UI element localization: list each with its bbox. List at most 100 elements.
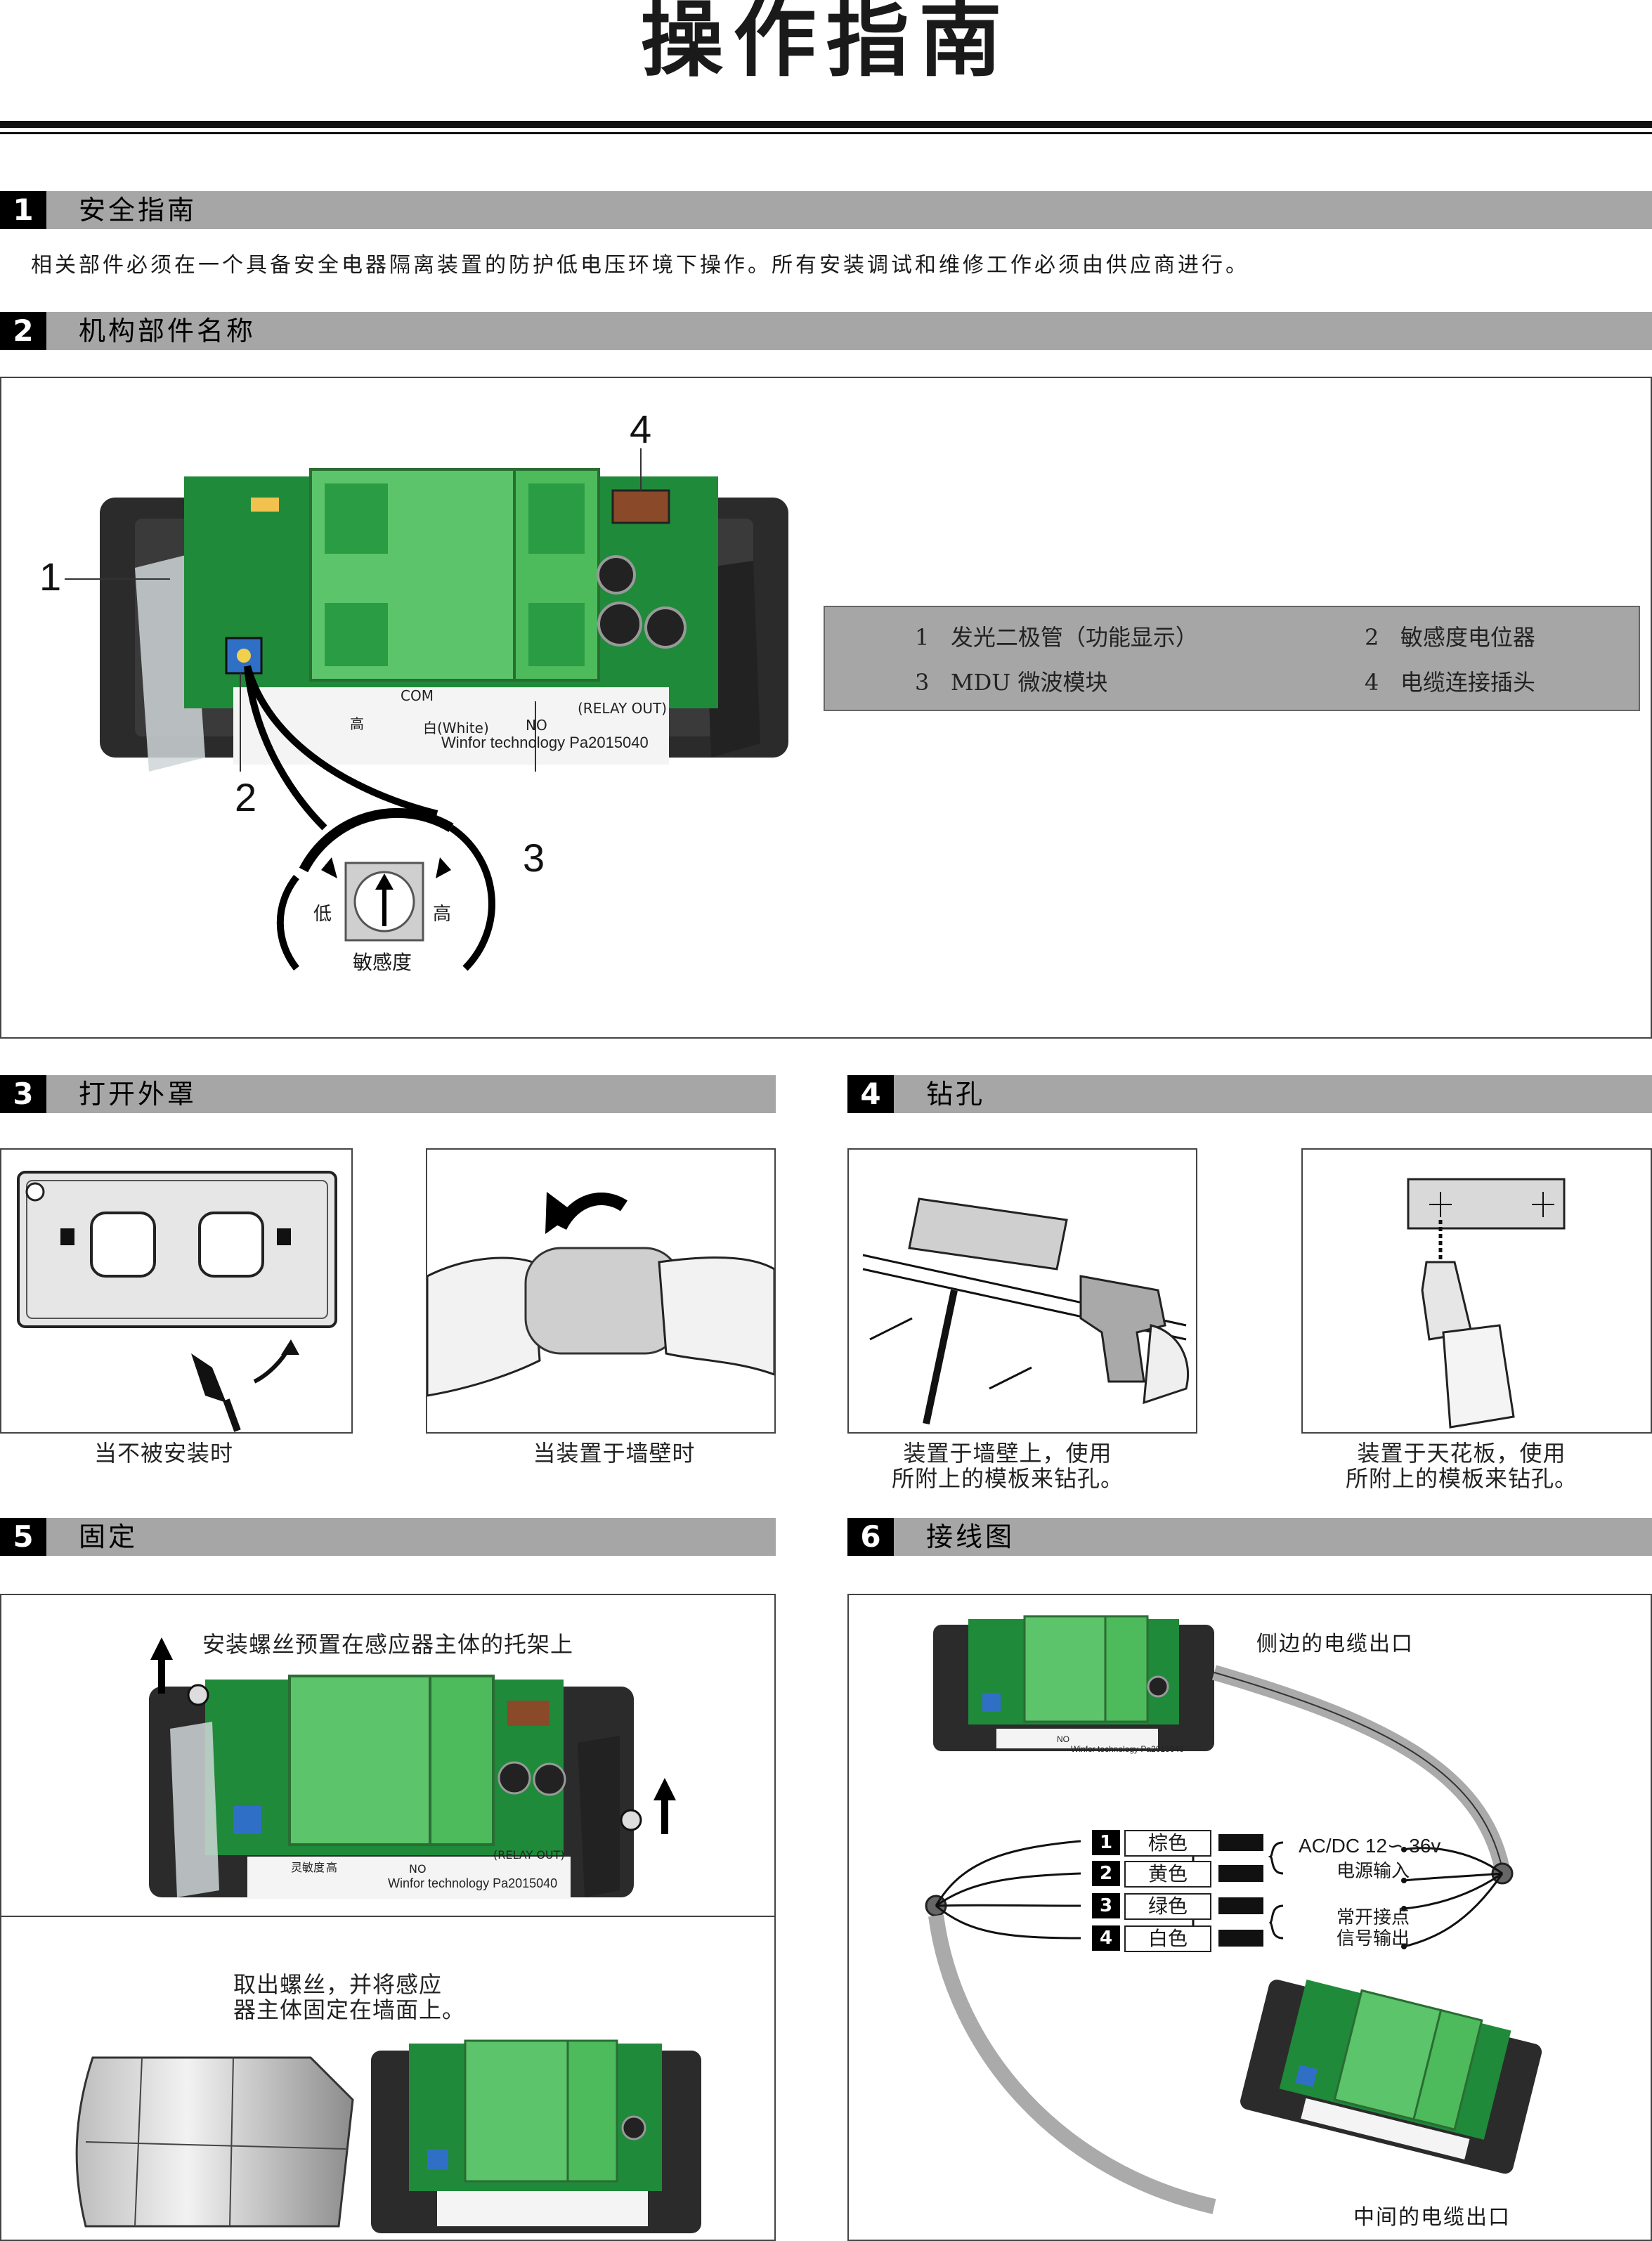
relay-label-1: 常开接点 — [1336, 1907, 1410, 1928]
page-title: 操作指南 — [640, 0, 1012, 88]
section-2-header: 2 机构部件名称 — [0, 312, 1652, 350]
drill-wall-caption-line-1: 装置于墙壁上，使用 — [903, 1440, 1112, 1467]
knob-caption: 敏感度 — [353, 951, 412, 974]
fixing-illustration-bottom — [75, 2039, 701, 2233]
fixing-board-brand: Winfor technology Pa2015040 — [388, 1876, 558, 1890]
hands-cover-illustration — [427, 1192, 774, 1397]
callout-2: 2 — [235, 775, 257, 819]
wire-3-num: 3 — [1092, 1893, 1120, 1918]
safety-text: 相关部件必须在一个具备安全电器隔离装置的防护低电压环境下操作。所有安装调试和维修… — [31, 253, 1249, 278]
section-6-number: 6 — [847, 1518, 894, 1556]
legend-item-1: 1 发光二极管（功能显示） — [915, 620, 1198, 652]
section-1-header: 1 安全指南 — [0, 191, 1652, 229]
open-cover-panel-right — [426, 1148, 776, 1434]
legend-item-4-label: 电缆连接插头 — [1400, 669, 1535, 696]
wire-4-num: 4 — [1092, 1925, 1120, 1951]
drill-wall-caption-line-2: 所附上的模板来钻孔。 — [891, 1465, 1124, 1492]
fixing-caption-bottom: 取出螺丝，并将感应 器主体固定在墙面上。 — [233, 1972, 557, 2022]
section-6-title: 接线图 — [926, 1521, 1015, 1552]
wire-2-color: 黄色 — [1124, 1861, 1211, 1888]
section-1-number: 1 — [0, 191, 46, 229]
base-plate-illustration — [17, 1171, 337, 1432]
legend-item-3-num: 3 — [915, 669, 930, 696]
board-text-white: 白(White) — [423, 720, 489, 736]
parts-diagram-illustration — [65, 448, 788, 971]
section-3-number: 3 — [0, 1075, 46, 1113]
wire-2-plug — [1218, 1865, 1263, 1882]
section-4-header: 4 钻孔 — [847, 1075, 1652, 1113]
legend-item-3: 3 MDU 微波模块 — [915, 665, 1107, 697]
legend-item-2-label: 敏感度电位器 — [1400, 624, 1535, 651]
title-rule-thin — [0, 132, 1652, 134]
callout-3: 3 — [523, 836, 545, 880]
legend-item-4-num: 4 — [1365, 669, 1379, 696]
legend-item-1-label: 发光二极管（功能显示） — [950, 624, 1198, 651]
legend-item-2-num: 2 — [1365, 624, 1379, 651]
callout-1: 1 — [39, 554, 62, 599]
open-cover-caption-right: 当装置于墙壁时 — [533, 1440, 696, 1467]
legend-item-3-label: MDU 微波模块 — [950, 669, 1108, 696]
fixing-caption-top: 安装螺丝预置在感应器主体的托架上 — [202, 1631, 573, 1658]
relay-label-2: 信号输出 — [1336, 1928, 1410, 1949]
legend-item-4: 4 电缆连接插头 — [1365, 665, 1535, 697]
drill-wall-illustration — [862, 1197, 1190, 1425]
section-3-header: 3 打开外罩 — [0, 1075, 776, 1113]
knob-low-label: 低 — [313, 904, 332, 925]
fixing-caption-bottom-line-1: 取出螺丝，并将感应 — [233, 1971, 443, 1998]
section-5-title: 固定 — [79, 1521, 138, 1552]
legend-item-2: 2 敏感度电位器 — [1365, 620, 1535, 652]
middle-exit-label: 中间的电缆出口 — [1353, 2205, 1511, 2230]
fixing-illustration-top — [149, 1637, 676, 1899]
wiring-illustration — [925, 1615, 1542, 2214]
parts-diagram-panel: 1 2 3 4 COM (RELAY OUT) 白(White) NO 高 Wi… — [0, 377, 1652, 1039]
wire-3-color: 绿色 — [1124, 1893, 1211, 1920]
wire-1-plug — [1218, 1834, 1263, 1851]
drill-ceiling-caption-line-1: 装置于天花板，使用 — [1357, 1440, 1566, 1467]
open-cover-caption-left: 当不被安装时 — [93, 1440, 233, 1467]
section-2-title: 机构部件名称 — [79, 316, 256, 346]
power-label: AC/DC 12∽ 36v — [1299, 1835, 1441, 1857]
wire-2-num: 2 — [1092, 1861, 1120, 1886]
wire-4-color: 白色 — [1124, 1925, 1211, 1952]
drill-ceiling-illustration — [1407, 1178, 1566, 1429]
wire-3-plug — [1218, 1897, 1263, 1914]
section-6-header: 6 接线图 — [847, 1518, 1652, 1556]
parts-legend: 1 发光二极管（功能显示） 2 敏感度电位器 3 MDU 微波模块 4 电缆连接… — [824, 606, 1640, 711]
fixing-board-label-relay: (RELAY OUT) — [493, 1848, 565, 1862]
section-5-header: 5 固定 — [0, 1518, 776, 1556]
section-4-title: 钻孔 — [926, 1079, 986, 1110]
power-sub-label: 电源输入 — [1336, 1861, 1410, 1882]
wiring-board-brand: Winfor technology Pa2015040 — [1071, 1744, 1184, 1754]
wire-1-color: 棕色 — [1124, 1830, 1211, 1857]
fixing-panel-top: 安装螺丝预置在感应器主体的托架上 灵敏度 高 NO (RELAY OUT) Wi… — [0, 1594, 776, 1917]
board-text-high: 高 — [350, 715, 364, 732]
drill-wall-panel — [847, 1148, 1197, 1434]
board-text-relay: (RELAY OUT) — [578, 700, 668, 717]
fixing-panel-bottom: 取出螺丝，并将感应 器主体固定在墙面上。 — [0, 1916, 776, 2241]
wire-1-num: 1 — [1092, 1830, 1120, 1855]
wire-4-plug — [1218, 1930, 1263, 1947]
section-4-number: 4 — [847, 1075, 894, 1113]
board-text-no: NO — [526, 717, 547, 734]
board-brand-text: Winfor technology Pa2015040 — [441, 734, 649, 751]
fixing-board-label-high: 高 — [326, 1861, 338, 1874]
section-5-number: 5 — [0, 1518, 46, 1556]
title-rule-thick — [0, 121, 1652, 128]
knob-high-label: 高 — [433, 904, 452, 925]
drill-ceiling-caption-line-2: 所附上的模板来钻孔。 — [1345, 1465, 1578, 1492]
section-2-number: 2 — [0, 312, 46, 350]
drill-wall-caption: 装置于墙壁上，使用 所附上的模板来钻孔。 — [847, 1441, 1168, 1491]
fixing-board-label-no: NO — [409, 1862, 427, 1876]
board-text-com: COM — [401, 687, 434, 704]
side-exit-label: 侧边的电缆出口 — [1256, 1632, 1414, 1656]
drill-ceiling-panel — [1301, 1148, 1652, 1434]
legend-item-1-num: 1 — [915, 624, 930, 651]
wiring-panel: 侧边的电缆出口 中间的电缆出口 1 棕色 2 黄色 3 绿色 4 白色 AC/D… — [847, 1594, 1652, 2241]
section-1-title: 安全指南 — [79, 195, 197, 226]
wiring-board-no: NO — [1057, 1734, 1069, 1744]
drill-ceiling-caption: 装置于天花板，使用 所附上的模板来钻孔。 — [1301, 1441, 1622, 1491]
fixing-board-label-sens: 灵敏度 — [291, 1861, 325, 1874]
open-cover-panel-left — [0, 1148, 353, 1434]
callout-4: 4 — [630, 407, 652, 451]
section-3-title: 打开外罩 — [79, 1079, 197, 1110]
